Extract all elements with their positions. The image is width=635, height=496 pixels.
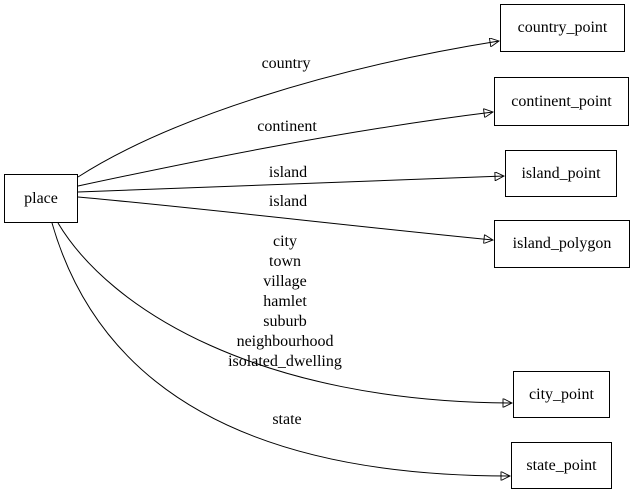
node-continent-point: continent_point — [494, 77, 629, 126]
edge-label-town-line: town — [269, 253, 301, 270]
edge-place-island_polygon — [77, 196, 493, 240]
edge-label-isolated-dwelling-line: isolated_dwelling — [228, 353, 342, 370]
edge-place-island_point — [77, 176, 504, 193]
edge-label-island-1: island — [268, 164, 308, 181]
node-country-point: country_point — [500, 4, 625, 52]
edge-label-continent: continent — [257, 118, 317, 135]
edge-label-island-2: island — [268, 193, 308, 210]
edge-label-country: country — [261, 55, 311, 72]
node-place: place — [4, 174, 78, 223]
edge-label-village-line: village — [263, 273, 307, 290]
edge-label-state: state — [272, 411, 302, 428]
edge-label-neighbourhood-line: neighbourhood — [236, 333, 334, 350]
edge-place-state_point — [51, 222, 510, 476]
edge-place-city_point — [57, 222, 512, 403]
edge-label-suburb-line: suburb — [263, 313, 307, 330]
edge-label-city-group: city town village hamlet suburb neighbou… — [200, 232, 370, 372]
node-island-point: island_point — [505, 150, 617, 197]
node-state-point: state_point — [511, 442, 612, 489]
edge-place-country_point — [77, 41, 499, 178]
node-island-polygon: island_polygon — [494, 220, 630, 268]
node-city-point: city_point — [513, 371, 610, 418]
edge-label-hamlet-line: hamlet — [263, 293, 307, 310]
edge-place-continent_point — [77, 112, 493, 187]
edge-label-city-line: city — [273, 233, 297, 250]
